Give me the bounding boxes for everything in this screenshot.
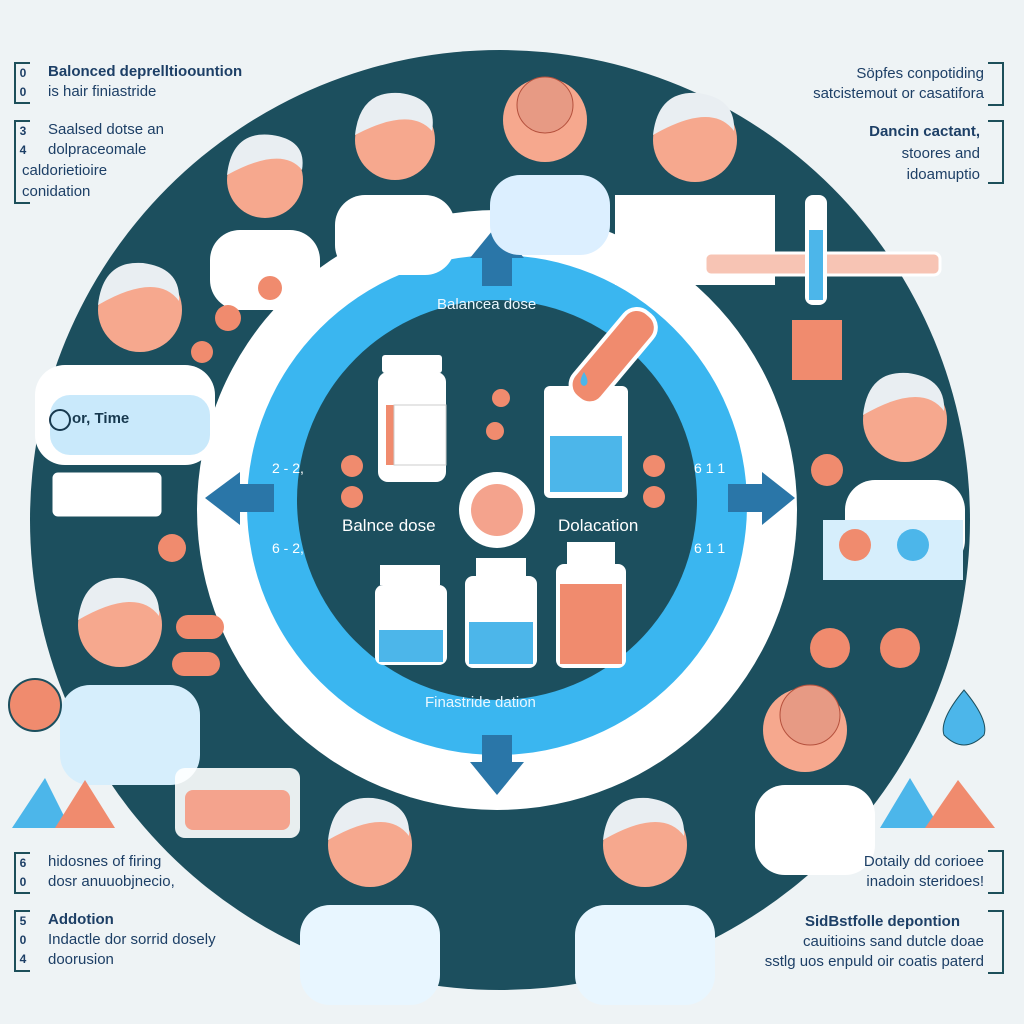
badge-icon bbox=[8, 678, 62, 732]
arrow-right-icon bbox=[728, 472, 795, 525]
droplet-icon bbox=[942, 689, 986, 746]
ring-number-right-bottom: 6 1 1 bbox=[694, 540, 726, 556]
pill-tray bbox=[51, 471, 163, 518]
flower-icon bbox=[810, 628, 920, 668]
bottle-icon bbox=[375, 565, 447, 665]
arrow-down-icon bbox=[470, 735, 524, 795]
pill-icon bbox=[486, 422, 504, 440]
ring-number-left-top: 2 - 2, bbox=[272, 460, 304, 476]
diagram-panel bbox=[823, 520, 963, 580]
pill-bowl-fill bbox=[185, 790, 290, 830]
syringe-icon bbox=[703, 195, 942, 380]
pill-icon bbox=[643, 486, 665, 508]
center-left-label: Balnce dose bbox=[342, 516, 436, 535]
center-right-label: Dolacation bbox=[558, 516, 639, 535]
mountain-icon bbox=[880, 778, 995, 828]
note-title: Balonced deprelltioountion bbox=[48, 63, 243, 80]
pill-icon bbox=[492, 389, 510, 407]
pill-icon bbox=[341, 455, 363, 477]
pill-icon bbox=[643, 455, 665, 477]
mountain-icon bbox=[12, 778, 115, 828]
pill-icon bbox=[158, 276, 843, 676]
test-tube-icon bbox=[568, 307, 658, 406]
ring-number-left-bottom: 6 - 2, bbox=[272, 540, 304, 556]
bottle-icon bbox=[378, 355, 447, 482]
arrow-left-icon bbox=[205, 472, 274, 525]
bottle-icon bbox=[556, 542, 626, 668]
center-top-label: Balancea dose bbox=[437, 296, 537, 313]
bottle-icon bbox=[465, 558, 537, 668]
person-figures bbox=[35, 76, 965, 1005]
pill-pile-fill bbox=[471, 484, 523, 536]
time-label: or, Time bbox=[72, 410, 130, 427]
beaker-icon bbox=[544, 386, 628, 498]
clock-icon bbox=[49, 409, 71, 431]
droplet-icon bbox=[580, 372, 588, 386]
ring-number-right-top: 6 1 1 bbox=[694, 460, 726, 476]
center-bottom-label: Finastride dation bbox=[425, 694, 536, 711]
pill-icon bbox=[341, 486, 363, 508]
